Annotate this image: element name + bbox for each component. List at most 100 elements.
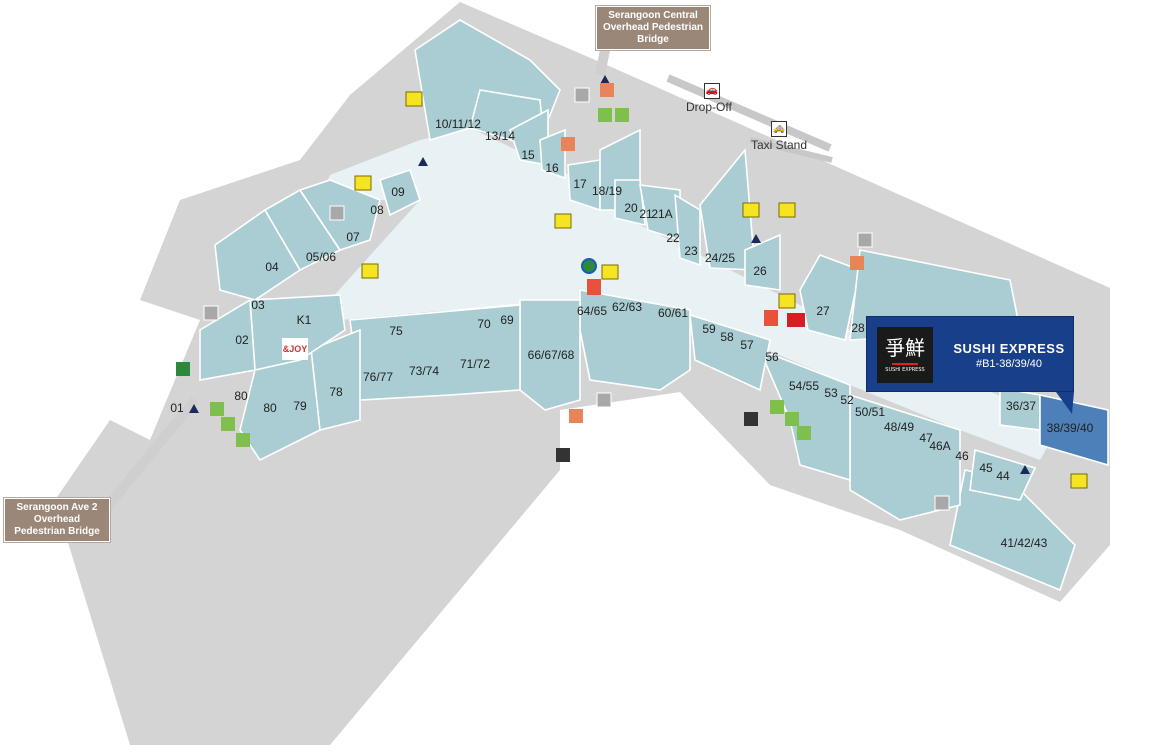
escalator-icon[interactable] — [361, 263, 379, 279]
escalator-icon[interactable] — [554, 213, 572, 229]
toilet-icon[interactable] — [770, 400, 784, 414]
lift-icon[interactable] — [744, 412, 758, 426]
bridge-path-central — [595, 49, 610, 76]
unit-label-23: 23 — [684, 244, 698, 258]
accessible-toilet-icon[interactable] — [221, 417, 235, 431]
escalator-icon[interactable] — [778, 202, 796, 218]
unit-04[interactable] — [214, 208, 302, 301]
accessible-toilet-icon[interactable] — [797, 426, 811, 440]
unit-label-76-77: 76/77 — [363, 370, 393, 384]
unit-23[interactable] — [674, 193, 701, 267]
unit-label-75: 75 — [389, 324, 403, 338]
staircase-icon[interactable] — [596, 392, 612, 408]
unit-label-48-49: 48/49 — [884, 420, 914, 434]
escalator-icon[interactable] — [1070, 473, 1088, 489]
logo-glyphs: 爭鮮 — [885, 336, 925, 360]
unit-label-05-06: 05/06 — [306, 250, 336, 264]
unit-label-10-11-12: 10/11/12 — [435, 117, 481, 131]
lift-icon[interactable] — [556, 448, 570, 462]
escalator-icon[interactable] — [742, 202, 760, 218]
lift-icon[interactable] — [176, 362, 190, 376]
unit-label-47: 47 — [919, 431, 933, 445]
unit-label-15: 15 — [521, 148, 535, 162]
unit-label-18-19: 18/19 — [592, 184, 622, 198]
unit-label-58: 58 — [720, 330, 734, 344]
unit-52-56[interactable] — [758, 348, 851, 482]
unit-16[interactable] — [539, 128, 566, 180]
unit-label-20: 20 — [624, 201, 638, 215]
unit-label-44: 44 — [996, 469, 1010, 483]
lift-icon[interactable] — [569, 409, 583, 423]
unit-label-64-65: 64/65 — [577, 304, 607, 318]
unit-69-75[interactable] — [349, 304, 521, 401]
logo-bar — [892, 363, 918, 365]
unit-label-08: 08 — [370, 203, 384, 217]
store-callout[interactable]: 爭鮮 SUSHI EXPRESS SUSHI EXPRESS #B1-38/39… — [866, 316, 1074, 392]
unit-label-16: 16 — [545, 161, 559, 175]
staircase-icon[interactable] — [934, 495, 950, 511]
store-name: SUSHI EXPRESS — [953, 341, 1065, 356]
unit-label-80b: 80 — [263, 401, 277, 415]
unit-label-09: 09 — [391, 185, 405, 199]
store-unit-number: #B1-38/39/40 — [975, 358, 1043, 370]
escalator-icons — [354, 91, 1088, 489]
atm-icon[interactable] — [764, 310, 778, 326]
unit-label-46a: 46A — [929, 439, 950, 453]
staircase-icon[interactable] — [574, 87, 590, 103]
unit-label-46: 46 — [955, 449, 969, 463]
atm-icon[interactable] — [787, 313, 805, 327]
escalator-icon[interactable] — [354, 175, 372, 191]
unit-label-50-51: 50/51 — [855, 405, 885, 419]
unit-label-80a: 80 — [234, 389, 248, 403]
staircase-icon[interactable] — [203, 305, 219, 321]
lift-icon[interactable] — [561, 137, 575, 151]
unit-label-27: 27 — [816, 304, 830, 318]
toilet-icon[interactable] — [210, 402, 224, 416]
logo-text: SUSHI EXPRESS — [885, 367, 925, 373]
unit-label-07: 07 — [346, 230, 360, 244]
staircase-icon[interactable] — [857, 232, 873, 248]
unit-label-59: 59 — [702, 322, 716, 336]
unit-label-69: 69 — [500, 313, 514, 327]
escalator-icon[interactable] — [778, 293, 796, 309]
unit-44-45[interactable] — [969, 448, 1037, 501]
unit-label-70: 70 — [477, 317, 491, 331]
unit-label-36-37: 36/37 — [1006, 399, 1036, 413]
unit-labels: 01 02 03 04 05/06 07 08 09 10/11/12 13/1… — [170, 117, 1093, 550]
info-icon[interactable] — [581, 258, 597, 274]
accessible-toilet-icon[interactable] — [615, 108, 629, 122]
taxi-stand-label: Taxi Stand — [751, 138, 808, 152]
unit-label-38-39-40: 38/39/40 — [1047, 421, 1094, 435]
unit-label-79: 79 — [293, 399, 307, 413]
unit-label-53: 53 — [824, 386, 838, 400]
unit-label-02: 02 — [235, 333, 249, 347]
unit-label-k1: K1 — [297, 313, 312, 327]
accessible-toilet-icon[interactable] — [785, 412, 799, 426]
toilet-icon[interactable] — [598, 108, 612, 122]
unit-38-39-40[interactable] — [1039, 394, 1109, 467]
unit-label-01: 01 — [170, 401, 184, 415]
unit-20[interactable] — [614, 179, 646, 227]
escalator-icon[interactable] — [405, 91, 423, 107]
car-icon: 🚗 — [704, 83, 720, 99]
lift-icon[interactable] — [850, 256, 864, 270]
unit-27[interactable] — [799, 254, 861, 341]
unit-02-03[interactable] — [199, 298, 256, 381]
unit-label-60-61: 60/61 — [658, 306, 688, 320]
toilet-icon[interactable] — [236, 433, 250, 447]
unit-57-59[interactable] — [689, 313, 771, 392]
unit-label-45: 45 — [979, 461, 993, 475]
atm-icon[interactable] — [587, 279, 601, 295]
toilet-icons — [210, 108, 811, 447]
unit-26[interactable] — [744, 233, 781, 291]
unit-label-24-25: 24/25 — [705, 251, 735, 265]
unit-09[interactable] — [379, 168, 421, 217]
entrance-arrow — [418, 157, 428, 166]
lift-icon[interactable] — [600, 83, 614, 97]
staircase-icon[interactable] — [329, 205, 345, 221]
sign-serangoon-central-bridge: Serangoon Central Overhead Pedestrian Br… — [596, 6, 710, 50]
unit-label-57: 57 — [740, 338, 754, 352]
escalator-icon[interactable] — [601, 264, 619, 280]
atm-icons — [581, 258, 805, 327]
drop-off-road — [666, 74, 832, 152]
